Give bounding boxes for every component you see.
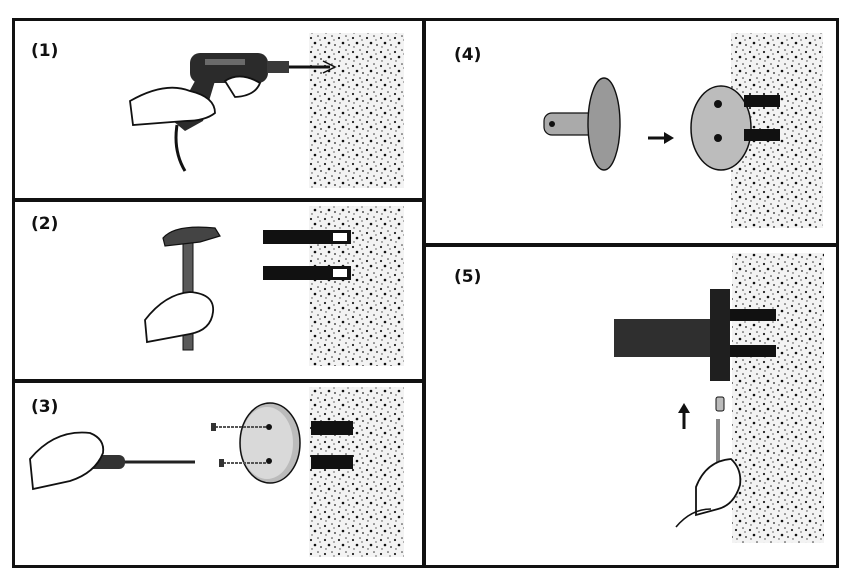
- peg-icon: [543, 77, 621, 171]
- step-2-label: (2): [31, 214, 59, 234]
- mounted-plate-icon: [690, 85, 780, 171]
- hand-icon: [29, 431, 105, 491]
- panel-step-5: (5): [423, 244, 839, 568]
- screw-icon: [211, 423, 267, 467]
- step-5-label: (5): [454, 267, 482, 287]
- wall-anchor-top: [311, 421, 353, 435]
- wall-anchor-bottom: [263, 266, 351, 280]
- arrow-right-icon: [648, 132, 674, 144]
- step-2-illustration: [144, 206, 404, 366]
- panel-step-1: (1): [12, 18, 425, 201]
- step-3-label: (3): [31, 397, 59, 417]
- step-3-illustration: [29, 387, 404, 557]
- wall: [309, 33, 404, 188]
- step-5-illustration: [614, 253, 824, 543]
- assembled-hook-icon: [614, 289, 776, 381]
- arrow-up-icon: [678, 403, 690, 429]
- hand-icon: [129, 75, 262, 126]
- step-4-label: (4): [454, 45, 482, 65]
- panel-step-3: (3): [12, 380, 425, 568]
- panel-step-2: (2): [12, 199, 425, 382]
- step-4-illustration: [543, 33, 823, 228]
- mounting-plate-icon: [239, 402, 301, 484]
- step-1-label: (1): [31, 41, 59, 61]
- panel-step-4: (4): [423, 18, 839, 246]
- wall: [309, 387, 404, 557]
- wall-anchor-bottom: [311, 455, 353, 469]
- set-screw-icon: [715, 396, 725, 412]
- wall: [732, 253, 824, 543]
- wall-anchor-top: [263, 230, 351, 244]
- step-1-illustration: [129, 33, 404, 188]
- hand-icon: [675, 458, 742, 528]
- hand-icon: [144, 291, 214, 344]
